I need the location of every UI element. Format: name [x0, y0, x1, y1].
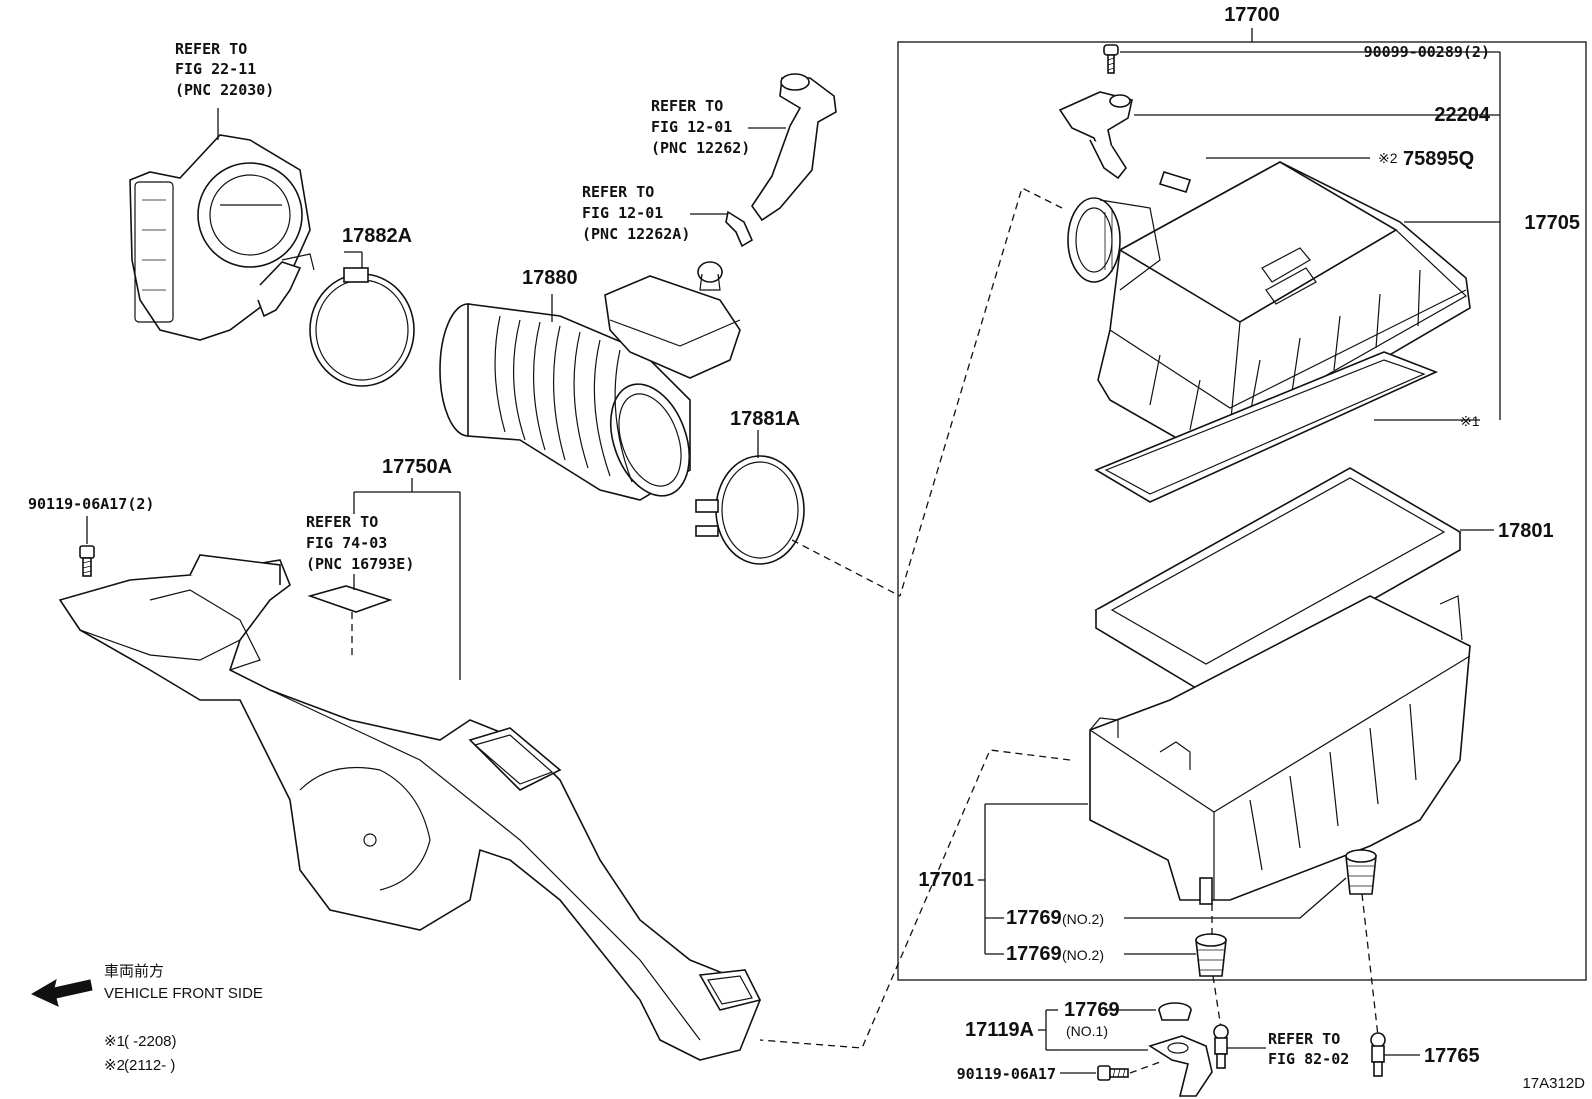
inlet-duct-17750a-drawing: [58, 478, 762, 1061]
legend-note2-mark: ※2: [104, 1057, 125, 1074]
callout-17882a[interactable]: 17882A: [342, 225, 412, 247]
bolt-90119-bottom-drawing: [1060, 1061, 1161, 1081]
callout-17769-no1[interactable]: 17769: [1064, 999, 1120, 1021]
callout-no2-b: (NO.2): [1062, 947, 1104, 963]
label-75895q-drawing: [1158, 171, 1192, 193]
callout-17801[interactable]: 17801: [1498, 520, 1554, 542]
callout-17769-no2-b[interactable]: 17769: [1006, 943, 1062, 965]
stud-fig82-drawing: [1213, 1024, 1266, 1069]
mark-note-1: ※1: [1460, 413, 1480, 429]
case-bracket-17701: [978, 803, 1347, 955]
refer-hose-line2[interactable]: FIG 12-01: [651, 118, 732, 136]
callout-17765[interactable]: 17765: [1424, 1045, 1480, 1067]
callout-no1: (NO.1): [1066, 1023, 1108, 1039]
refer-label-line3[interactable]: (PNC 16793E): [306, 555, 414, 573]
legend-note2-text: (2112- ): [124, 1057, 175, 1074]
refer-clip-line2[interactable]: FIG 12-01: [582, 204, 663, 222]
refer-fig82-line1[interactable]: REFER TO: [1268, 1030, 1340, 1048]
legend-note1-text: ( -2208): [124, 1033, 177, 1050]
callout-17705[interactable]: 17705: [1524, 212, 1580, 234]
air-cleaner-case-17701: [1089, 595, 1471, 905]
cap-group-bracket: [1120, 51, 1501, 421]
callout-90099-00289[interactable]: 90099-00289(2): [1364, 43, 1490, 61]
callout-17769-no2-a[interactable]: 17769: [1006, 907, 1062, 929]
refer-label-line1[interactable]: REFER TO: [306, 513, 378, 531]
clamp-17882a-drawing: [309, 251, 415, 387]
callout-75895q[interactable]: 75895Q: [1403, 148, 1474, 170]
grommet-left-dash: [1212, 975, 1222, 1029]
callout-17700[interactable]: 17700: [1224, 4, 1280, 26]
bolt-90099-drawing: [1103, 44, 1119, 74]
bracket-17119a-leader: [1038, 1009, 1060, 1051]
figure-code: 17A312D: [1522, 1075, 1585, 1092]
callout-17119a[interactable]: 17119A: [965, 1019, 1034, 1041]
hose-clip-drawing: [690, 210, 754, 248]
refer-throttle-line2[interactable]: FIG 22-11: [175, 60, 256, 78]
vacuum-hose-drawing: [748, 73, 837, 222]
mark-note-2: ※2: [1378, 150, 1398, 166]
throttle-body-drawing: [129, 108, 315, 341]
vehicle-front-arrow: [30, 978, 93, 1007]
refer-hose-line1[interactable]: REFER TO: [651, 97, 723, 115]
grommet-17769-no1-drawing: [1106, 1002, 1192, 1021]
callout-22204[interactable]: 22204: [1434, 104, 1490, 126]
air-cleaner-cap-17705: [1067, 161, 1471, 449]
refer-hose-line3[interactable]: (PNC 12262): [651, 139, 750, 157]
grommet-right-dash: [1361, 893, 1379, 1037]
legend-front-en: VEHICLE FRONT SIDE: [104, 985, 263, 1002]
refer-clip-line1[interactable]: REFER TO: [582, 183, 654, 201]
callout-no2-a: (NO.2): [1062, 911, 1104, 927]
refer-clip-line3[interactable]: (PNC 12262A): [582, 225, 690, 243]
intake-hose-17880-drawing: [439, 261, 741, 501]
label-16793e-drawing: [307, 574, 393, 660]
sensor-22204-drawing: [1058, 91, 1133, 180]
grommet-17769-no2-left: [1195, 933, 1227, 977]
refer-throttle-line1[interactable]: REFER TO: [175, 40, 247, 58]
callout-90119-left[interactable]: 90119-06A17(2): [28, 495, 154, 513]
air-filter-element-17801: [1094, 467, 1494, 695]
stud-17765-drawing: [1370, 1032, 1420, 1077]
callout-17880[interactable]: 17880: [522, 267, 578, 289]
refer-label-line2[interactable]: FIG 74-03: [306, 534, 387, 552]
callout-17701[interactable]: 17701: [918, 869, 974, 891]
assembly-frame-17700: 17700: [897, 4, 1587, 981]
callout-17750a[interactable]: 17750A: [382, 456, 452, 478]
grommet-17769-no2-right: [1345, 849, 1377, 895]
callout-17881a[interactable]: 17881A: [730, 408, 800, 430]
refer-throttle-line3[interactable]: (PNC 22030): [175, 81, 274, 99]
refer-fig82-line2[interactable]: FIG 82-02: [1268, 1050, 1349, 1068]
bolt-90119-left-drawing: [79, 516, 95, 577]
legend-front-jp: 車両前方: [104, 963, 164, 980]
legend-note1-mark: ※1: [104, 1033, 125, 1050]
clamp-17881a-drawing: [695, 430, 805, 565]
assembly-dashed-lines: [759, 187, 1071, 1049]
callout-90119-bottom[interactable]: 90119-06A17: [957, 1065, 1056, 1083]
bracket-17119a-drawing: [1060, 1035, 1213, 1097]
gasket-drawing: [1094, 351, 1439, 503]
